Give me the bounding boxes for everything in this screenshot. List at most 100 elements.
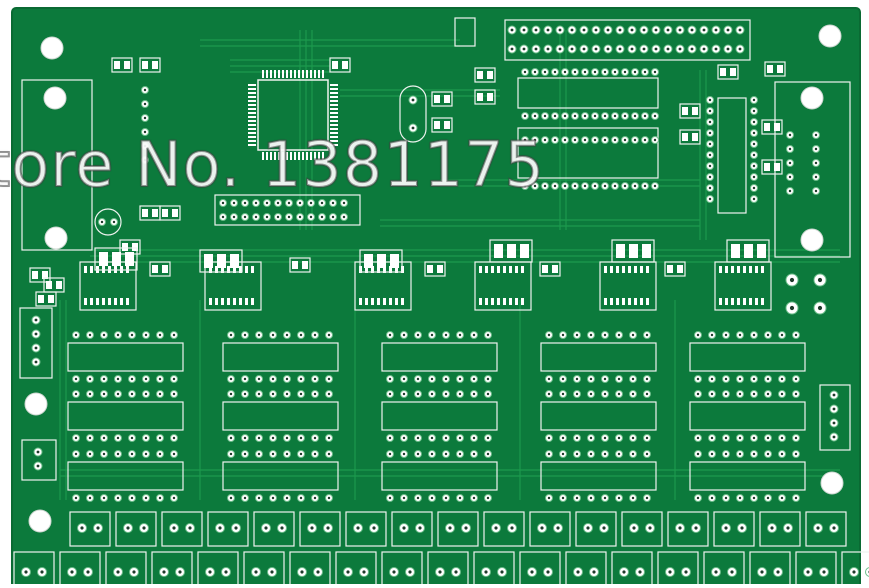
pad-hole <box>604 139 606 141</box>
pad-hole <box>781 453 783 455</box>
triple-pad <box>507 244 516 258</box>
pad-hole <box>753 334 755 336</box>
pad-hole <box>574 185 576 187</box>
pad-hole <box>789 190 791 192</box>
pad-hole <box>454 570 457 573</box>
pad-hole <box>753 497 755 499</box>
pad-hole <box>326 526 329 529</box>
pad-hole <box>562 393 564 395</box>
pad-hole <box>172 526 175 529</box>
soic-pin <box>383 298 386 305</box>
pad-hole <box>173 497 175 499</box>
pad-hole <box>709 165 711 167</box>
pad-hole <box>328 393 330 395</box>
soic-pin <box>731 266 734 273</box>
pad-hole <box>631 29 634 32</box>
pad-hole <box>510 526 513 529</box>
pad-hole <box>280 526 283 529</box>
soic-pin <box>491 266 494 273</box>
soic-pin <box>251 266 254 273</box>
smd-pad <box>56 281 62 289</box>
pad-hole <box>310 526 313 529</box>
pad-hole <box>86 570 89 573</box>
pad-hole <box>524 71 526 73</box>
pad-hole <box>233 202 235 204</box>
pad-hole <box>117 378 119 380</box>
smd-pad <box>692 107 698 115</box>
pad-hole <box>594 139 596 141</box>
soic-pin <box>108 298 111 305</box>
pad-hole <box>607 48 610 51</box>
pad-hole <box>113 221 115 223</box>
soic-pin <box>640 298 643 305</box>
pad-hole <box>815 162 817 164</box>
pad-hole <box>816 526 819 529</box>
pad-hole <box>618 453 620 455</box>
pad-hole <box>789 162 791 164</box>
qfp-pin <box>248 120 256 122</box>
qfp-pin <box>322 70 324 78</box>
triple-pad <box>629 244 638 258</box>
pad-hole <box>618 334 620 336</box>
soic-pin <box>761 298 764 305</box>
smd-pad <box>427 265 433 273</box>
pad-hole <box>417 437 419 439</box>
pad-hole <box>75 497 77 499</box>
pad-hole <box>739 393 741 395</box>
soic-pin <box>749 266 752 273</box>
pad-hole <box>644 185 646 187</box>
pad-hole <box>511 48 514 51</box>
pad-hole <box>709 110 711 112</box>
pad-hole <box>258 497 260 499</box>
soic-pin <box>731 298 734 305</box>
pad-hole <box>286 497 288 499</box>
triple-pad <box>520 244 529 258</box>
smd-pad <box>487 71 493 79</box>
pad-hole <box>473 453 475 455</box>
pad-hole <box>709 154 711 156</box>
qfp-pin <box>290 70 292 78</box>
pad-hole <box>753 378 755 380</box>
pad-hole <box>576 497 578 499</box>
pad-hole <box>403 437 405 439</box>
pad-hole <box>694 526 697 529</box>
pad-hole <box>131 453 133 455</box>
pad-hole <box>144 117 146 119</box>
pad-hole <box>614 185 616 187</box>
smd-pad <box>124 61 130 69</box>
pad-hole <box>431 334 433 336</box>
pad-hole <box>328 437 330 439</box>
smd-pad <box>142 61 148 69</box>
triple-pad <box>616 244 625 258</box>
mounting-hole <box>801 87 823 109</box>
pad-hole <box>634 185 636 187</box>
soic-pin <box>221 298 224 305</box>
pad-hole <box>208 570 211 573</box>
pad-hole <box>314 378 316 380</box>
pad-hole <box>655 48 658 51</box>
pad-hole <box>321 202 323 204</box>
smd-pad <box>152 265 158 273</box>
pad-hole <box>590 497 592 499</box>
pad-hole <box>417 393 419 395</box>
pad-hole <box>459 497 461 499</box>
pad-hole <box>234 526 237 529</box>
pad-hole <box>571 29 574 32</box>
pad-hole <box>576 570 579 573</box>
pad-hole <box>790 278 794 282</box>
soic-pin <box>479 298 482 305</box>
soic-pin <box>737 298 740 305</box>
pad-hole <box>781 497 783 499</box>
pad-hole <box>96 526 99 529</box>
pad-hole <box>562 437 564 439</box>
pad-hole <box>564 115 566 117</box>
pad-hole <box>592 570 595 573</box>
pad-hole <box>562 453 564 455</box>
pad-hole <box>254 570 257 573</box>
pad-hole <box>697 453 699 455</box>
smd-pad <box>730 68 736 76</box>
qfp-pin <box>314 70 316 78</box>
pad-hole <box>604 453 606 455</box>
soic-pin <box>610 298 613 305</box>
smd-pad <box>487 93 493 101</box>
